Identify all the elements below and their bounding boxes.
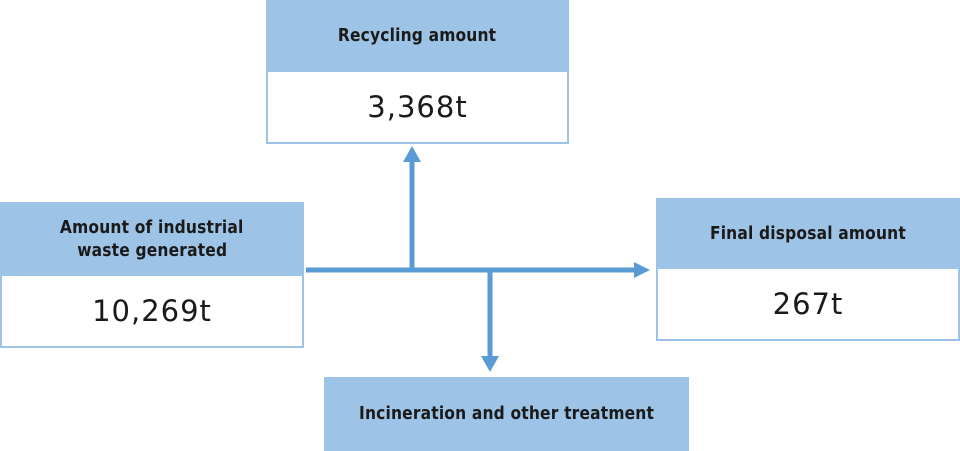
final-disposal-box: Final disposal amount 267t xyxy=(656,198,960,341)
arrow-to-incineration xyxy=(481,356,499,372)
incineration-label: Incineration and other treatment xyxy=(324,377,689,451)
arrow-to-final-disposal xyxy=(634,262,650,278)
arrow-to-recycling xyxy=(403,146,421,162)
recycling-box: Recycling amount 3,368t xyxy=(266,0,569,144)
generated-label: Amount of industrial waste generated xyxy=(0,202,304,276)
final-disposal-label: Final disposal amount xyxy=(656,198,960,269)
incineration-box: Incineration and other treatment xyxy=(324,377,689,451)
generated-value: 10,269t xyxy=(0,276,304,348)
final-disposal-value: 267t xyxy=(656,269,960,341)
generated-box: Amount of industrial waste generated 10,… xyxy=(0,202,304,348)
recycling-value: 3,368t xyxy=(266,72,569,144)
recycling-label: Recycling amount xyxy=(266,0,569,72)
